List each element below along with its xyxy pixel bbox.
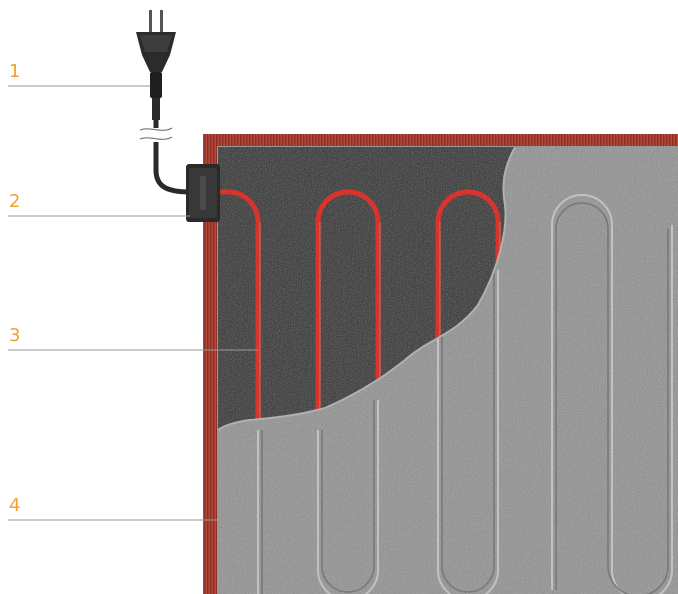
callout-number-2: 2 bbox=[9, 191, 21, 212]
callout-number-3: 3 bbox=[9, 325, 21, 346]
torn-edge bbox=[217, 146, 516, 431]
callout-number-4: 4 bbox=[9, 495, 21, 516]
callout-number-1: 1 bbox=[9, 61, 21, 82]
connector-box-icon bbox=[186, 164, 220, 222]
power-plug-icon bbox=[136, 10, 176, 120]
power-cord bbox=[153, 120, 191, 195]
heating-cable bbox=[219, 189, 501, 430]
top-layer-cable-channels bbox=[257, 194, 673, 594]
